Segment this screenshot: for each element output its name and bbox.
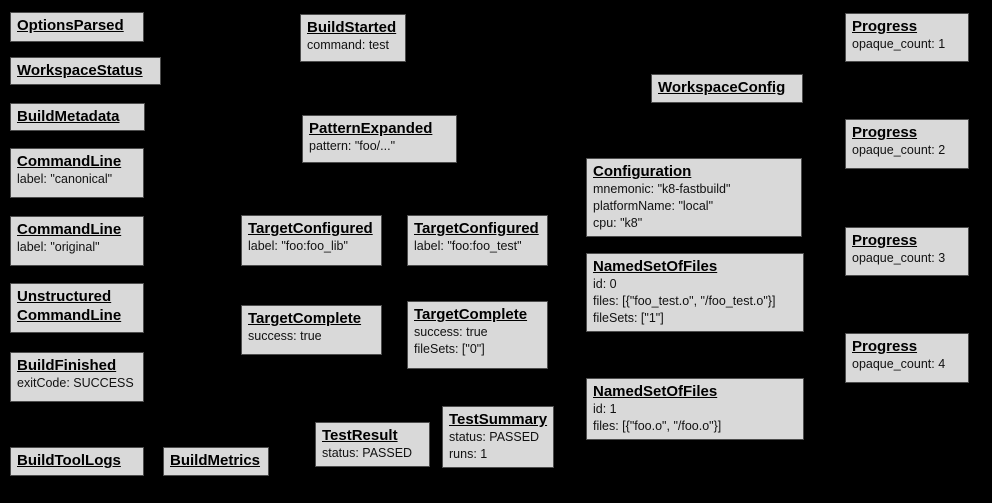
node-workspace-status: WorkspaceStatus xyxy=(10,57,161,85)
node-title: Unstructured CommandLine xyxy=(17,288,122,324)
node-title: TargetComplete xyxy=(248,310,362,327)
node-progress-2: Progress opaque_count: 2 xyxy=(845,119,969,169)
node-build-finished: BuildFinished exitCode: SUCCESS xyxy=(10,352,144,402)
node-field: label: "foo:foo_test" xyxy=(414,239,522,253)
node-field: cpu: "k8" xyxy=(593,216,643,230)
node-title: TargetComplete xyxy=(414,306,528,323)
node-field: label: "original" xyxy=(17,240,100,254)
node-title: WorkspaceConfig xyxy=(658,79,786,96)
node-build-tool-logs: BuildToolLogs xyxy=(10,447,144,476)
node-field: id: 1 xyxy=(593,402,617,416)
node-field: success: true xyxy=(248,329,322,343)
node-title: Configuration xyxy=(593,163,692,180)
node-title: Progress xyxy=(852,18,918,35)
node-field: success: true xyxy=(414,325,488,339)
node-build-metadata: BuildMetadata xyxy=(10,103,145,131)
node-target-configured-foo-test: TargetConfigured label: "foo:foo_test" xyxy=(407,215,548,266)
node-field: status: PASSED xyxy=(322,446,413,460)
node-build-metrics: BuildMetrics xyxy=(163,447,269,476)
node-field: fileSets: ["0"] xyxy=(414,342,485,356)
node-field: command: test xyxy=(307,38,389,52)
node-field: label: "canonical" xyxy=(17,172,113,186)
node-target-complete-foo-test: TargetComplete success: true fileSets: [… xyxy=(407,301,548,369)
node-title: TargetConfigured xyxy=(414,220,539,237)
node-field: opaque_count: 4 xyxy=(852,357,946,371)
node-field: opaque_count: 2 xyxy=(852,143,946,157)
node-options-parsed: OptionsParsed xyxy=(10,12,144,42)
node-command-line-canonical: CommandLine label: "canonical" xyxy=(10,148,144,198)
node-title: PatternExpanded xyxy=(309,120,433,137)
node-test-summary: TestSummary status: PASSED runs: 1 xyxy=(442,406,554,468)
node-unstructured-command-line: Unstructured CommandLine xyxy=(10,283,144,333)
node-field: pattern: "foo/..." xyxy=(309,139,396,153)
node-field: files: [{"foo.o", "/foo.o"}] xyxy=(593,419,722,433)
node-test-result: TestResult status: PASSED xyxy=(315,422,430,467)
node-field: platformName: "local" xyxy=(593,199,714,213)
node-field: runs: 1 xyxy=(449,447,488,461)
node-title: BuildToolLogs xyxy=(17,452,121,469)
node-target-configured-foo-lib: TargetConfigured label: "foo:foo_lib" xyxy=(241,215,382,266)
node-title: Progress xyxy=(852,124,918,141)
node-title: TestSummary xyxy=(449,411,548,428)
node-title: NamedSetOfFiles xyxy=(593,383,718,400)
node-progress-4: Progress opaque_count: 4 xyxy=(845,333,969,383)
node-title: TargetConfigured xyxy=(248,220,373,237)
node-pattern-expanded: PatternExpanded pattern: "foo/..." xyxy=(302,115,457,163)
node-field: fileSets: ["1"] xyxy=(593,311,664,325)
node-field: id: 0 xyxy=(593,277,617,291)
node-title: Progress xyxy=(852,232,918,249)
node-title: BuildMetrics xyxy=(170,452,261,469)
node-title: WorkspaceStatus xyxy=(17,62,143,79)
node-field: mnemonic: "k8-fastbuild" xyxy=(593,182,731,196)
node-title: NamedSetOfFiles xyxy=(593,258,718,275)
node-title: CommandLine xyxy=(17,221,122,238)
node-title: Progress xyxy=(852,338,918,355)
node-title: BuildStarted xyxy=(307,19,397,36)
node-field: label: "foo:foo_lib" xyxy=(248,239,348,253)
node-named-set-of-files-1: NamedSetOfFiles id: 1 files: [{"foo.o", … xyxy=(586,378,804,440)
node-named-set-of-files-0: NamedSetOfFiles id: 0 files: [{"foo_test… xyxy=(586,253,804,332)
node-workspace-config: WorkspaceConfig xyxy=(651,74,803,103)
node-field: exitCode: SUCCESS xyxy=(17,376,134,390)
node-title: BuildMetadata xyxy=(17,108,120,125)
node-progress-3: Progress opaque_count: 3 xyxy=(845,227,969,276)
node-title: CommandLine xyxy=(17,153,122,170)
node-progress-1: Progress opaque_count: 1 xyxy=(845,13,969,62)
node-field: opaque_count: 3 xyxy=(852,251,946,265)
node-field: files: [{"foo_test.o", "/foo_test.o"}] xyxy=(593,294,776,308)
node-title: BuildFinished xyxy=(17,357,117,374)
node-configuration: Configuration mnemonic: "k8-fastbuild" p… xyxy=(586,158,802,237)
node-field: status: PASSED xyxy=(449,430,540,444)
node-target-complete-foo-lib: TargetComplete success: true xyxy=(241,305,382,355)
node-title: OptionsParsed xyxy=(17,17,124,34)
node-build-started: BuildStarted command: test xyxy=(300,14,406,62)
node-field: opaque_count: 1 xyxy=(852,37,946,51)
node-title: TestResult xyxy=(322,427,398,444)
node-command-line-original: CommandLine label: "original" xyxy=(10,216,144,266)
